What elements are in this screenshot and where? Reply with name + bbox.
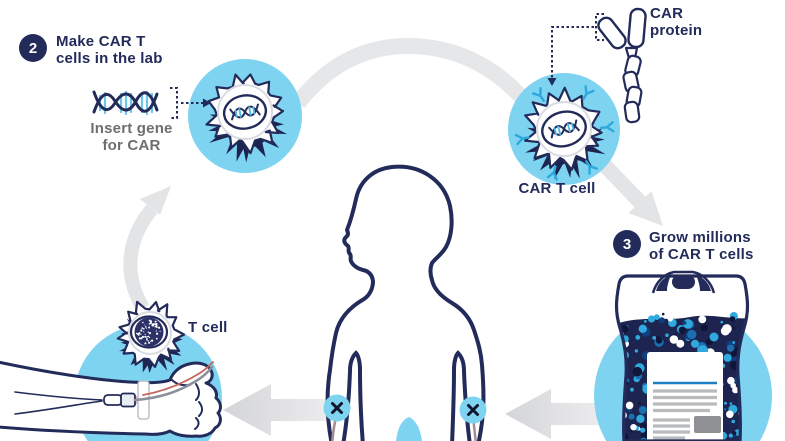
step-3-label: Grow millions of CAR T cells	[649, 229, 753, 263]
right-injection-x-icon	[467, 404, 479, 416]
insert-gene-dashed-arrow	[170, 87, 211, 119]
iv-catheter	[103, 394, 123, 406]
car-t-cell-label: CAR T cell	[518, 180, 596, 197]
car-protein-label: CAR protein	[650, 5, 702, 39]
body-right-arm-inner	[450, 350, 472, 441]
iv-tube	[133, 365, 214, 402]
arrow-bag-to-body	[505, 389, 601, 439]
t-cell-nucleus-speckles	[136, 319, 161, 345]
arc-arrow-lab-to-cart	[291, 37, 529, 109]
lab-cell-inner-ring	[217, 84, 273, 140]
insert-gene-line2: for CAR	[102, 137, 161, 154]
iv-hub	[120, 392, 136, 408]
t-cell-illustration	[116, 300, 186, 374]
step-2-label-line2: cells in the lab	[56, 50, 163, 67]
left-injection-x-icon	[331, 402, 343, 414]
vein-lines	[14, 391, 103, 415]
curved-arrow-tcell-to-lab	[123, 186, 171, 312]
finger-lines	[171, 379, 203, 430]
child-body-outline	[323, 164, 487, 441]
bag-label	[647, 352, 723, 441]
body-head-torso	[325, 164, 486, 441]
bag-hanger	[651, 270, 716, 294]
t-cell-label: T cell	[188, 319, 228, 336]
step-3-label-line2: of CAR T cells	[649, 246, 754, 263]
insert-gene-label: Insert gene for CAR	[84, 120, 179, 154]
arrow-body-to-arm	[223, 384, 330, 436]
cart-cell-inner-ring	[536, 101, 592, 157]
step-3-badge: 3	[613, 230, 641, 258]
body-left-arm-inner	[341, 350, 365, 441]
process-arrows	[123, 37, 663, 439]
dna-gene-icon	[92, 90, 159, 116]
step-2-number: 2	[28, 39, 38, 57]
car-protein-illustration	[597, 7, 647, 124]
step-2-label-line1: Make CAR T	[56, 33, 146, 50]
lab-cell-illustration	[205, 73, 287, 163]
t-cell-inner-ring	[128, 311, 172, 355]
car-protein-line2: protein	[650, 22, 703, 39]
blue-shape-between-legs	[396, 417, 422, 441]
insert-gene-line1: Insert gene	[90, 120, 173, 137]
car-protein-dashed-pointer	[547, 13, 604, 86]
step-2-label: Make CAR T cells in the lab	[56, 33, 163, 67]
step-3-number: 3	[622, 235, 632, 253]
iv-tube-red-line	[142, 361, 214, 396]
cart-cell-illustration	[514, 85, 615, 181]
iv-bag-illustration	[614, 270, 750, 441]
patient-arm-illustration	[0, 360, 222, 438]
car-protein-line1: CAR	[650, 5, 684, 22]
step-2-badge: 2	[19, 34, 47, 62]
step-3-label-line1: Grow millions	[649, 229, 751, 246]
